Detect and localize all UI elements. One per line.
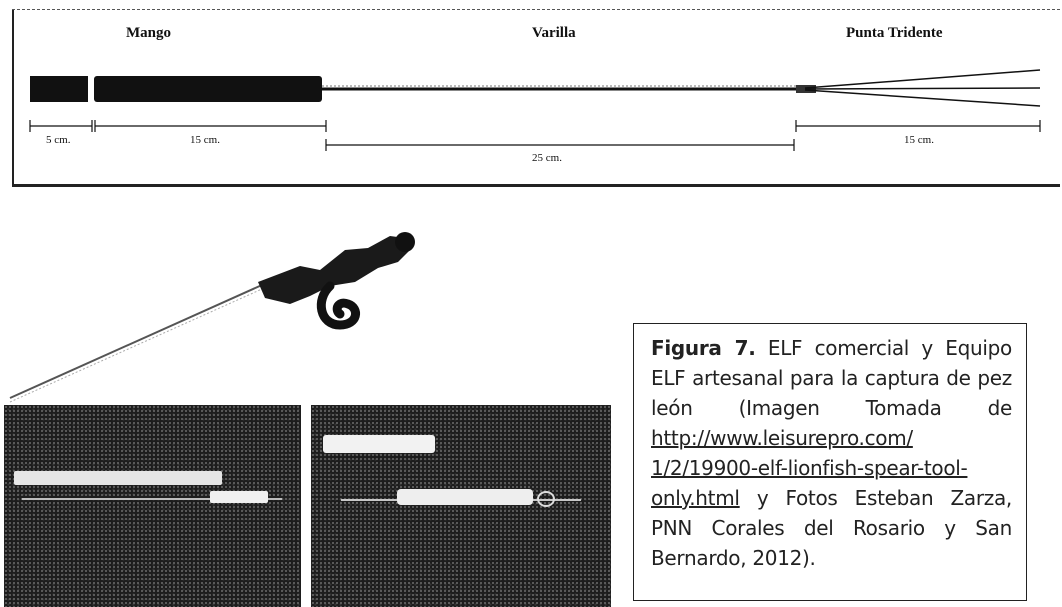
spear-hook-ring — [316, 281, 360, 330]
spear-shaft — [9, 284, 263, 399]
caption-text-2: y Fotos Esteban Zarza, PNN Corales del R… — [651, 486, 1012, 570]
dim-tip: 15 cm. — [904, 134, 934, 146]
dim-handle-small: 5 cm. — [46, 134, 71, 146]
diagram-top-border — [12, 9, 1060, 10]
spear-handle — [258, 236, 410, 304]
figure-label: Figura 7. — [651, 336, 756, 360]
caption-link[interactable]: http://www.leisurepro.com/ 1/2/19900-elf… — [651, 426, 968, 510]
dim-handle-large: 15 cm. — [190, 134, 220, 146]
figure-caption: Figura 7. ELF comercial y Equipo ELF art… — [651, 333, 1012, 573]
spear-diagram-frame — [12, 9, 1060, 187]
handle-segment-small — [30, 76, 88, 102]
dimension-lines — [29, 120, 1041, 151]
artisanal-elf-photo-left — [4, 405, 301, 607]
artisanal-elf-photo-right — [311, 405, 611, 607]
prong-middle — [804, 87, 1041, 90]
rod-white — [14, 471, 222, 485]
rod-end-white — [323, 435, 435, 453]
label-shaft: Varilla — [532, 25, 576, 41]
prong-top — [804, 69, 1041, 89]
grip-white — [397, 489, 533, 505]
grip-white — [210, 491, 268, 503]
label-tip: Punta Tridente — [846, 25, 943, 41]
handle-segment-large — [94, 76, 322, 102]
caption-box — [633, 323, 1027, 601]
prong-bottom — [804, 89, 1041, 107]
label-handle: Mango — [126, 25, 171, 41]
caption-text-1: ELF comercial y Equipo ELF artesanal par… — [651, 336, 1012, 420]
dim-shaft: 25 cm. — [532, 152, 562, 164]
